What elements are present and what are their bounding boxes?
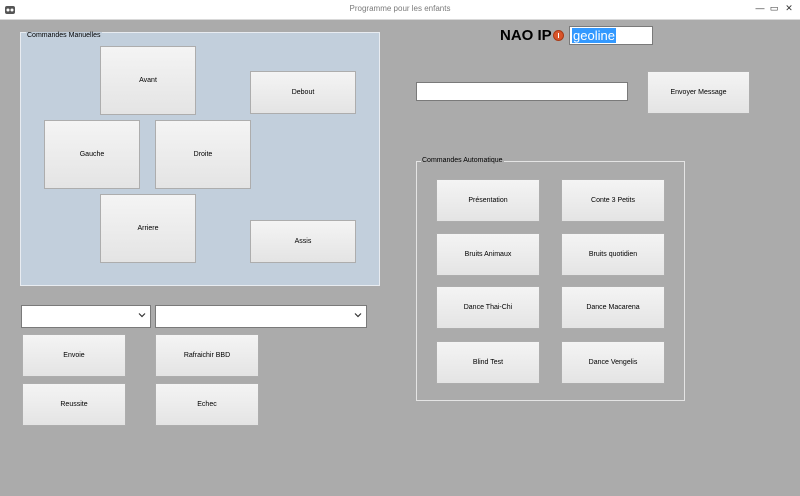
message-input[interactable] (416, 82, 628, 101)
automatic-commands-group: Commandes Automatique Présentation Conte… (416, 157, 685, 401)
debout-button[interactable]: Debout (250, 71, 356, 114)
envoie-button[interactable]: Envoie (22, 334, 126, 377)
avant-button[interactable]: Avant (100, 46, 196, 115)
maximize-button[interactable]: ▭ (769, 3, 779, 13)
dance-vengelis-button[interactable]: Dance Vengelis (561, 341, 665, 384)
window-title: Programme pour les enfants (349, 4, 451, 13)
arriere-button[interactable]: Arriere (100, 194, 196, 263)
status-error-icon (553, 30, 564, 41)
droite-button[interactable]: Droite (155, 120, 251, 189)
dance-thai-chi-button[interactable]: Dance Thai-Chi (436, 286, 540, 329)
conte-3-petits-button[interactable]: Conte 3 Petits (561, 179, 665, 222)
nao-ip-label: NAO IP (500, 27, 552, 44)
chevron-down-icon (354, 313, 362, 318)
automatic-commands-title: Commandes Automatique (421, 157, 504, 164)
combo-box-2[interactable] (155, 305, 367, 328)
echec-button[interactable]: Echec (155, 383, 259, 426)
bruits-animaux-button[interactable]: Bruits Animaux (436, 233, 540, 276)
blind-test-button[interactable]: Blind Test (436, 341, 540, 384)
combo-box-1[interactable] (21, 305, 151, 328)
title-bar: Programme pour les enfants — ▭ ✕ (0, 0, 800, 20)
presentation-button[interactable]: Présentation (436, 179, 540, 222)
close-button[interactable]: ✕ (785, 3, 793, 13)
minimize-button[interactable]: — (755, 3, 765, 13)
chevron-down-icon (138, 313, 146, 318)
gauche-button[interactable]: Gauche (44, 120, 140, 189)
reussite-button[interactable]: Reussite (22, 383, 126, 426)
bruits-quotidien-button[interactable]: Bruits quotidien (561, 233, 665, 276)
assis-button[interactable]: Assis (250, 220, 356, 263)
envoyer-message-button[interactable]: Envoyer Message (647, 71, 750, 114)
rafraichir-bbd-button[interactable]: Rafraichir BBD (155, 334, 259, 377)
manual-commands-panel: Commandes Manuelles Avant Debout Gauche … (20, 32, 380, 286)
nao-ip-input[interactable]: geoline (569, 26, 653, 45)
app-icon (5, 6, 15, 14)
dance-macarena-button[interactable]: Dance Macarena (561, 286, 665, 329)
manual-commands-title: Commandes Manuelles (26, 32, 102, 39)
nao-ip-value: geoline (572, 28, 616, 43)
